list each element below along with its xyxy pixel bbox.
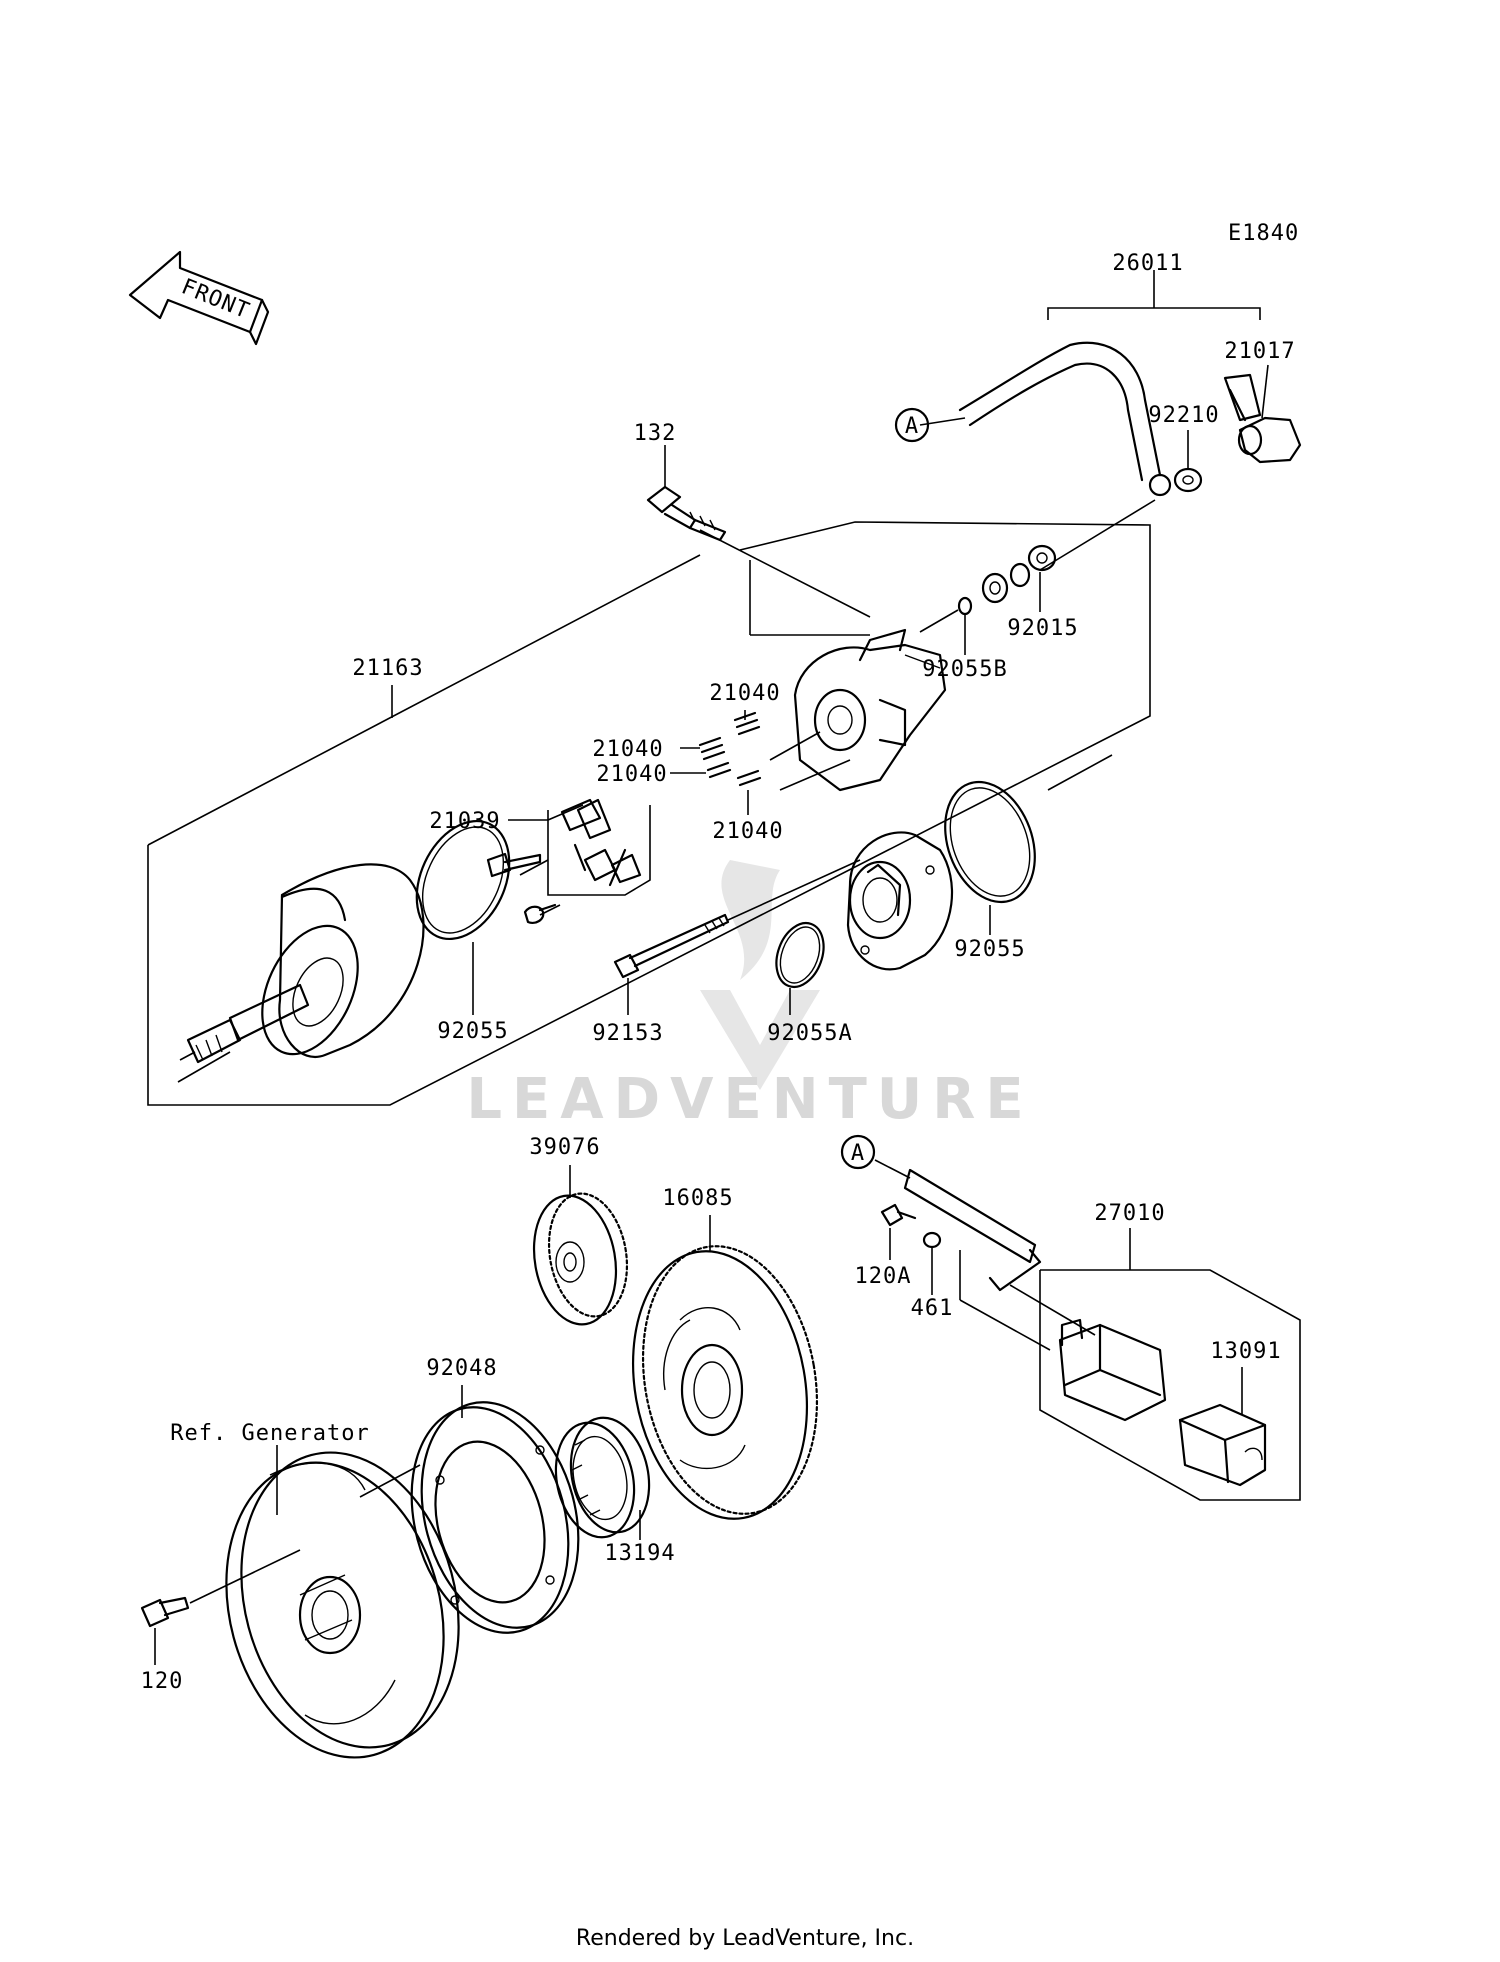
diagram-code: E1840	[1228, 221, 1299, 246]
callout-a-bottom-label: A	[851, 1141, 865, 1166]
motor-yoke	[261, 863, 425, 1058]
o-ring-left	[415, 819, 511, 941]
idle-gear	[532, 1192, 629, 1326]
assembly-frame	[147, 521, 1151, 1106]
o-ring-small	[775, 921, 825, 989]
label-92015: 92015	[1007, 616, 1078, 641]
relay-frame	[1039, 1269, 1301, 1501]
label-120: 120	[141, 1669, 184, 1694]
one-way-clutch	[554, 1416, 651, 1539]
clutch-plate	[410, 1401, 580, 1634]
label-13194: 13194	[604, 1541, 675, 1566]
label-92210: 92210	[1148, 403, 1219, 428]
relay-cover	[1178, 1403, 1267, 1487]
label-21040-left-upper: 21040	[592, 737, 663, 762]
label-21040-top: 21040	[709, 681, 780, 706]
starter-relay	[1058, 1318, 1167, 1422]
front-cover	[846, 831, 954, 971]
washer-stack	[957, 544, 1057, 616]
label-13091: 13091	[1210, 1339, 1281, 1364]
cable-cap	[1223, 373, 1302, 464]
label-21040-left-lower: 21040	[596, 762, 667, 787]
watermark: LEADVENTURE	[466, 860, 1033, 1132]
label-92055-left: 92055	[437, 1019, 508, 1044]
label-92153: 92153	[592, 1021, 663, 1046]
label-132: 132	[634, 421, 677, 446]
battery-cable	[919, 270, 1261, 571]
callout-a-bottom	[840, 1134, 876, 1170]
label-92055a: 92055A	[767, 1021, 852, 1046]
brush-holder	[486, 798, 642, 924]
label-92055b: 92055B	[922, 657, 1007, 682]
label-21017: 21017	[1224, 339, 1295, 364]
armature-shaft	[177, 983, 310, 1083]
label-92055-right: 92055	[954, 937, 1025, 962]
brush-springs	[698, 711, 762, 787]
label-ref-generator: Ref. Generator	[170, 1421, 369, 1446]
rear-cover	[793, 628, 947, 792]
through-bolt	[613, 913, 730, 979]
label-461: 461	[911, 1296, 954, 1321]
label-16085: 16085	[662, 1186, 733, 1211]
bolt-120a	[880, 1203, 917, 1227]
footer-credit: Rendered by LeadVenture, Inc.	[576, 1926, 914, 1951]
label-21039: 21039	[429, 809, 500, 834]
label-92048: 92048	[426, 1356, 497, 1381]
generator-rotor	[225, 1451, 460, 1759]
label-21163: 21163	[352, 656, 423, 681]
label-26011: 26011	[1112, 251, 1183, 276]
label-120a: 120A	[855, 1264, 912, 1289]
label-27010: 27010	[1094, 1201, 1165, 1226]
bolt-132	[646, 485, 727, 542]
washer-461	[922, 1231, 942, 1249]
watermark-text: LEADVENTURE	[466, 1067, 1033, 1132]
label-21040-bottom: 21040	[712, 819, 783, 844]
label-39076: 39076	[529, 1135, 600, 1160]
o-ring-right	[944, 780, 1036, 904]
callout-a-top	[894, 407, 930, 443]
bolt-120	[140, 1596, 190, 1628]
nut-92210	[1173, 467, 1203, 493]
starter-cable	[874, 1159, 1042, 1292]
clutch-gear	[631, 1245, 819, 1520]
front-arrow-icon: FRONT	[128, 250, 270, 346]
callout-a-top-label: A	[905, 414, 919, 439]
